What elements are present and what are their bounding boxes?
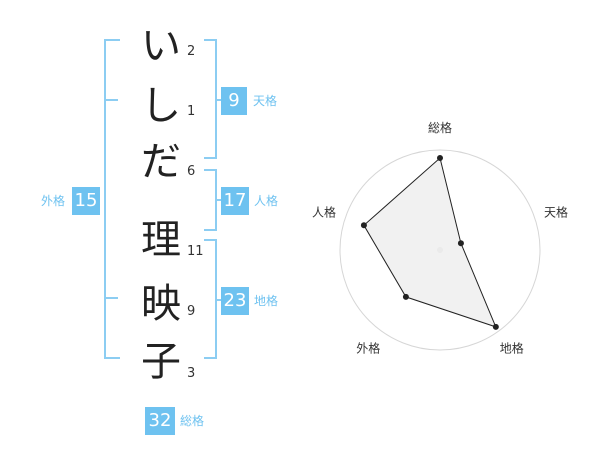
tenkaku-badge: 9 <box>221 87 247 115</box>
soukaku-label: 総格 <box>180 414 205 428</box>
name-char-5: 映 <box>141 281 181 327</box>
name-char-3: だ <box>141 139 181 185</box>
radar-axis-label-2: 地格 <box>500 341 524 356</box>
jinkaku-bracket <box>204 169 217 231</box>
chikaku-bracket <box>204 239 217 359</box>
radar-axis-label-1: 天格 <box>544 204 568 219</box>
chikaku-label: 地格 <box>254 294 279 308</box>
stroke-count-1: 2 <box>187 44 196 59</box>
stroke-count-3: 6 <box>187 164 196 179</box>
radar-point-3 <box>402 293 409 300</box>
soukaku-badge: 32 <box>145 407 175 435</box>
radar-point-2 <box>492 323 499 330</box>
name-char-4: 理 <box>141 217 181 263</box>
gaikaku-bracket <box>104 39 120 359</box>
radar-point-1 <box>457 240 464 247</box>
tenkaku-label: 天格 <box>253 94 278 108</box>
chikaku-badge: 23 <box>221 287 249 315</box>
radar-polygon <box>363 157 497 328</box>
stroke-count-5: 9 <box>187 304 196 319</box>
name-char-2: し <box>141 83 181 129</box>
radar-point-0 <box>437 155 443 161</box>
name-char-6: 子 <box>141 339 181 385</box>
stroke-count-6: 3 <box>187 366 196 381</box>
jinkaku-label: 人格 <box>254 194 279 208</box>
tenkaku-bracket <box>204 39 217 159</box>
jinkaku-badge: 17 <box>221 187 249 215</box>
stroke-count-4: 11 <box>187 244 204 259</box>
gaikaku-label: 外格 <box>41 194 66 208</box>
stroke-count-2: 1 <box>187 104 196 119</box>
radar-point-4 <box>360 222 367 229</box>
gaikaku-badge: 15 <box>72 187 100 215</box>
radar-axis-label-4: 人格 <box>312 204 336 219</box>
name-char-1: い <box>141 23 181 69</box>
radar-axis-label-3: 外格 <box>356 341 380 356</box>
radar-axis-label-0: 総格 <box>428 120 452 135</box>
